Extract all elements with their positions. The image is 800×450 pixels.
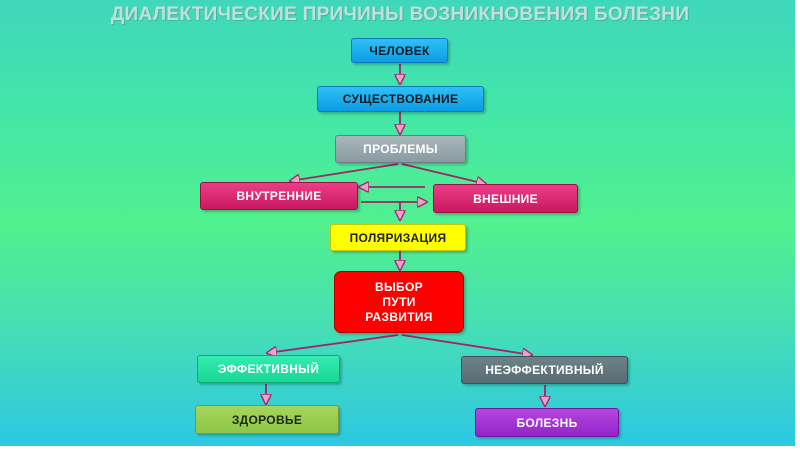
arrow-vybor-effektivnyi xyxy=(267,334,399,353)
arrow-vybor-neeffektivnyi xyxy=(401,334,532,355)
node-effektivnyi: ЭФФЕКТИВНЫЙ xyxy=(197,355,340,383)
node-vneshnie: ВНЕШНИЕ xyxy=(433,184,578,213)
node-vybor-puti-razvitiya: ВЫБОР ПУТИ РАЗВИТИЯ xyxy=(334,271,464,333)
arrow-problemy-vneshnie xyxy=(401,163,486,184)
node-sushchestvovanie: СУЩЕСТВОВАНИЕ xyxy=(317,86,484,112)
node-problemy: ПРОБЛЕМЫ xyxy=(335,135,466,163)
node-neeffektivnyi: НЕЭФФЕКТИВНЫЙ xyxy=(461,356,628,384)
node-bolezn: БОЛЕЗНЬ xyxy=(475,408,619,437)
node-chelovek: ЧЕЛОВЕК xyxy=(351,38,448,63)
node-zdorovie: ЗДОРОВЬЕ xyxy=(195,405,339,434)
slide-frame-bottom xyxy=(0,446,800,450)
node-vnutrennie: ВНУТРЕННИЕ xyxy=(200,182,358,210)
slide-title: ДИАЛЕКТИЧЕСКИЕ ПРИЧИНЫ ВОЗНИКНОВЕНИЯ БОЛ… xyxy=(110,4,690,25)
arrow-problemy-vnutrennie xyxy=(290,163,399,181)
slide-frame-right xyxy=(795,0,800,450)
node-polyarizatsiya: ПОЛЯРИЗАЦИЯ xyxy=(330,224,466,251)
vybor-line-2: ПУТИ xyxy=(382,294,416,309)
vybor-line-3: РАЗВИТИЯ xyxy=(365,309,433,324)
vybor-line-1: ВЫБОР xyxy=(375,279,423,294)
